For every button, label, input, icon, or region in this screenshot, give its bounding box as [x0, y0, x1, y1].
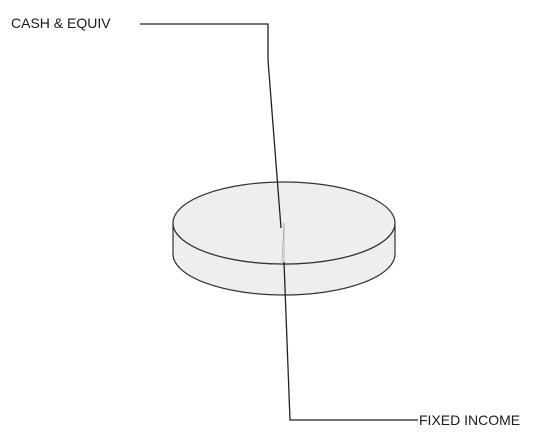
label-cash-equiv: CASH & EQUIV — [11, 15, 111, 31]
label-fixed-income: FIXED INCOME — [419, 412, 520, 428]
leader-line-cash — [140, 23, 282, 229]
pie-slice-boundary-1 — [281, 222, 285, 265]
leader-line-fixed-income — [283, 261, 418, 421]
